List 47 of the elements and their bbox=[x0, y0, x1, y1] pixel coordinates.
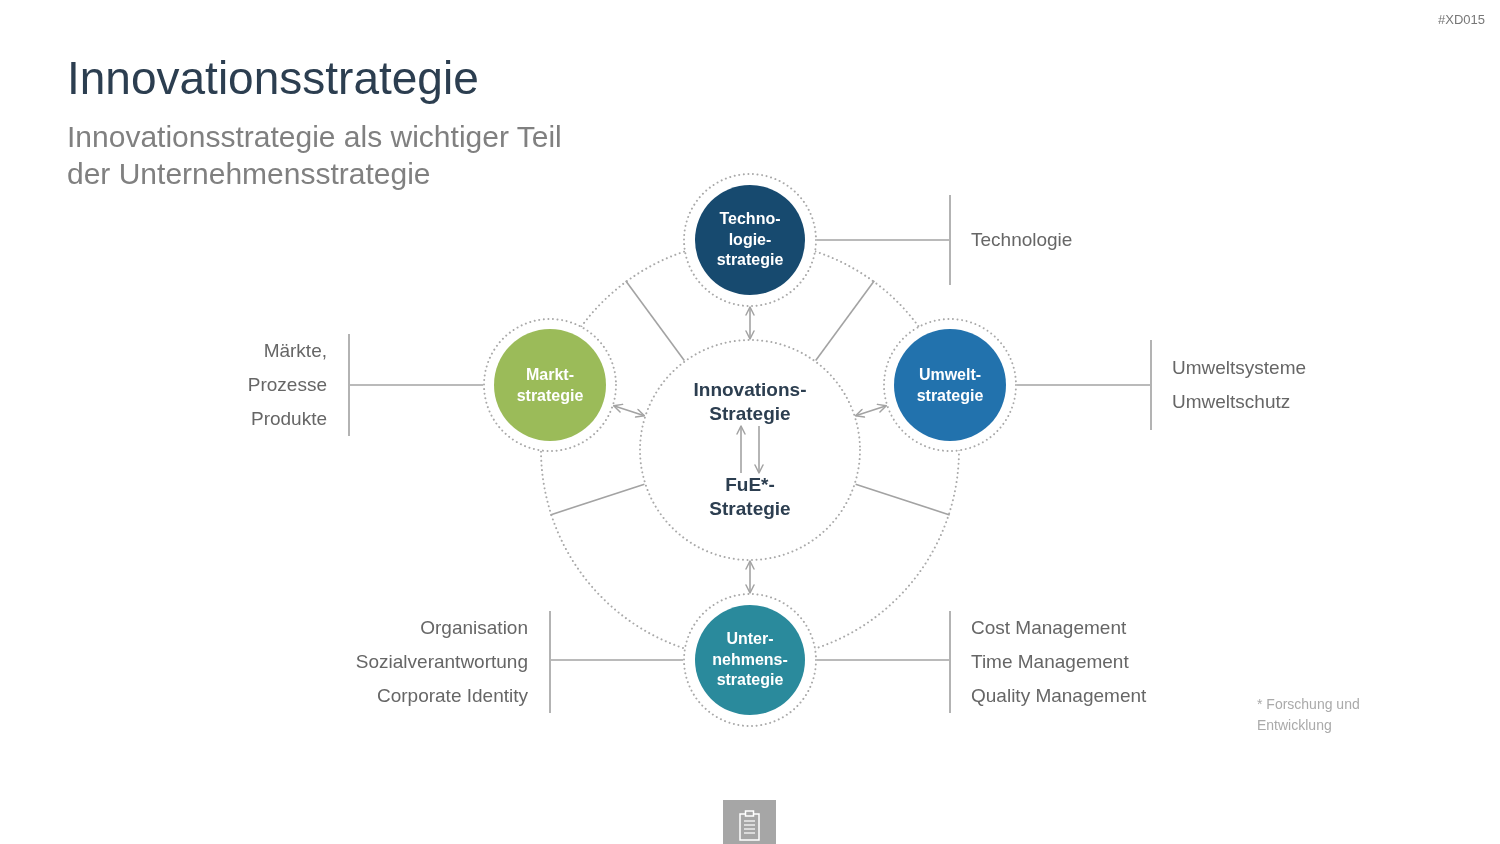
leader-line bbox=[816, 239, 950, 241]
subtitle: Innovationsstrategie als wichtiger Teil der Unternehmensstrategie bbox=[67, 119, 563, 192]
strategy-label: FuE*- Strategie bbox=[709, 473, 791, 521]
arrow bbox=[736, 425, 746, 474]
strategy-circle bbox=[883, 318, 1017, 452]
strategy-circle bbox=[683, 593, 817, 727]
spoke-line bbox=[549, 483, 646, 516]
spoke-line bbox=[624, 280, 686, 362]
topic-item: Technologie bbox=[971, 228, 1073, 252]
strategy-circle bbox=[683, 173, 817, 307]
spoke-line bbox=[814, 280, 876, 362]
topic-list bbox=[1150, 340, 1307, 430]
inner-circle bbox=[639, 339, 861, 561]
topic-item: Umweltschutz bbox=[1172, 390, 1291, 414]
topic-item: Organisation bbox=[420, 616, 528, 640]
topic-item: Prozesse bbox=[247, 373, 327, 397]
leader-line bbox=[349, 384, 484, 386]
topic-list bbox=[247, 334, 350, 436]
title: Innovationsstrategie bbox=[67, 51, 479, 106]
topic-item: Produkte bbox=[250, 407, 327, 431]
strategy-label: Innovations- Strategie bbox=[693, 378, 807, 426]
topic-list bbox=[949, 195, 1073, 285]
topic-item: Quality Management bbox=[971, 684, 1147, 708]
topic-item: Time Management bbox=[971, 650, 1129, 674]
slide-code: #XD015 bbox=[1438, 11, 1485, 28]
spoke-line bbox=[854, 483, 951, 516]
topic-item: Umweltsysteme bbox=[1172, 356, 1307, 380]
arrow bbox=[754, 425, 764, 474]
circle-label: Unter- nehmens- strategie bbox=[712, 629, 788, 691]
topic-item: Märkte, bbox=[263, 339, 327, 363]
leader-line bbox=[816, 659, 950, 661]
topic-list bbox=[355, 611, 551, 713]
leader-line bbox=[1016, 384, 1151, 386]
topic-item: Sozialverantwortung bbox=[355, 650, 528, 674]
double-arrow bbox=[745, 306, 755, 340]
double-arrow bbox=[612, 403, 646, 418]
footnote: * Forschung und Entwicklung bbox=[1257, 695, 1361, 735]
topic-item: Cost Management bbox=[971, 616, 1127, 640]
circle-label: Techno- logie- strategie bbox=[716, 209, 784, 271]
double-arrow bbox=[854, 403, 888, 418]
double-arrow bbox=[745, 560, 755, 594]
leader-line bbox=[550, 659, 684, 661]
circle-label: Markt- strategie bbox=[516, 364, 584, 406]
topic-item: Corporate Identity bbox=[376, 684, 528, 708]
topic-list bbox=[949, 611, 1147, 713]
strategy-circle bbox=[483, 318, 617, 452]
circle-label: Umwelt- strategie bbox=[916, 364, 984, 406]
